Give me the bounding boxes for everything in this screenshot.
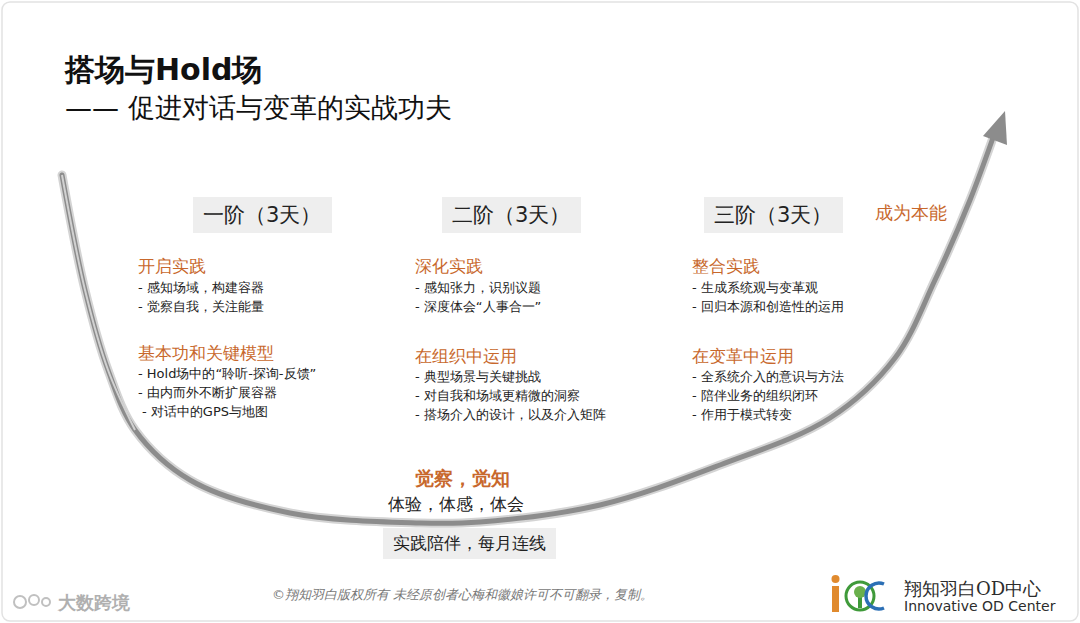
bullet-item: - 生成系统观与变革观 (692, 279, 818, 297)
section-heading: 在变革中运用 (692, 345, 794, 368)
bullet-item: - 搭场介入的设计，以及介入矩阵 (415, 406, 606, 424)
copyright-caption: ©翔知羽白版权所有 未经原创者心梅和徽娘许可不可翻录，复制。 (272, 586, 653, 604)
bullet-item: - 对自我和场域更精微的洞察 (415, 387, 580, 405)
stage-box: 二阶（3天） (442, 197, 581, 233)
box-label: 三阶（3天） (714, 201, 832, 229)
growth-curve (62, 132, 995, 523)
bullet-item: - 感知张力，识别议题 (415, 279, 541, 297)
watermark-icon (14, 595, 50, 608)
bullet-item: - 回归本源和创造性的运用 (692, 298, 844, 316)
title: 搭场与Hold场 (65, 50, 262, 91)
bullet-item: - 全系统介入的意识与方法 (692, 368, 844, 386)
support-box: 实践陪伴，每月连线 (383, 528, 556, 559)
box-label: 二阶（3天） (452, 201, 570, 229)
subtitle: —— 促进对话与变革的实战功夫 (65, 90, 452, 126)
bullet-item: - 由内而外不断扩展容器 (138, 384, 277, 402)
bullet-item: - 感知场域，构建容器 (138, 279, 264, 297)
section-heading: 基本功和关键模型 (138, 342, 274, 365)
curve-taper (62, 175, 135, 430)
section-heading: 深化实践 (415, 255, 483, 278)
logo-name-en: Innovative OD Center (904, 598, 1055, 614)
bullet-item: - Hold场中的“聆听-探询-反馈” (138, 365, 316, 383)
bullet-item: - 深度体会“人事合一” (415, 298, 541, 316)
core-sublabel: 体验，体感，体会 (388, 493, 524, 516)
box-label: 一阶（3天） (203, 201, 321, 229)
bullet-item: - 典型场景与关键挑战 (415, 368, 541, 386)
curve-stroke (62, 132, 995, 523)
bullet-item: - 对话中的GPS与地图 (142, 403, 268, 421)
logo-icon (832, 575, 885, 612)
box-label: 实践陪伴，每月连线 (393, 532, 546, 555)
stage-box: 三阶（3天） (704, 197, 843, 233)
arrow-head (983, 111, 1007, 145)
goal-label: 成为本能 (875, 201, 947, 225)
bullet-item: - 觉察自我，关注能量 (138, 298, 264, 316)
bullet-item: - 作用于模式转变 (692, 406, 792, 424)
logo-name: 翔知羽白OD中心 (904, 577, 1041, 601)
stage-box: 一阶（3天） (193, 197, 332, 233)
watermark: 大数跨境 (58, 591, 130, 615)
bullet-item: - 陪伴业务的组织闭环 (692, 387, 818, 405)
core-label: 觉察，觉知 (415, 466, 510, 492)
section-heading: 开启实践 (138, 255, 206, 278)
section-heading: 整合实践 (692, 255, 760, 278)
section-heading: 在组织中运用 (415, 345, 517, 368)
curve-shadow (62, 132, 995, 523)
